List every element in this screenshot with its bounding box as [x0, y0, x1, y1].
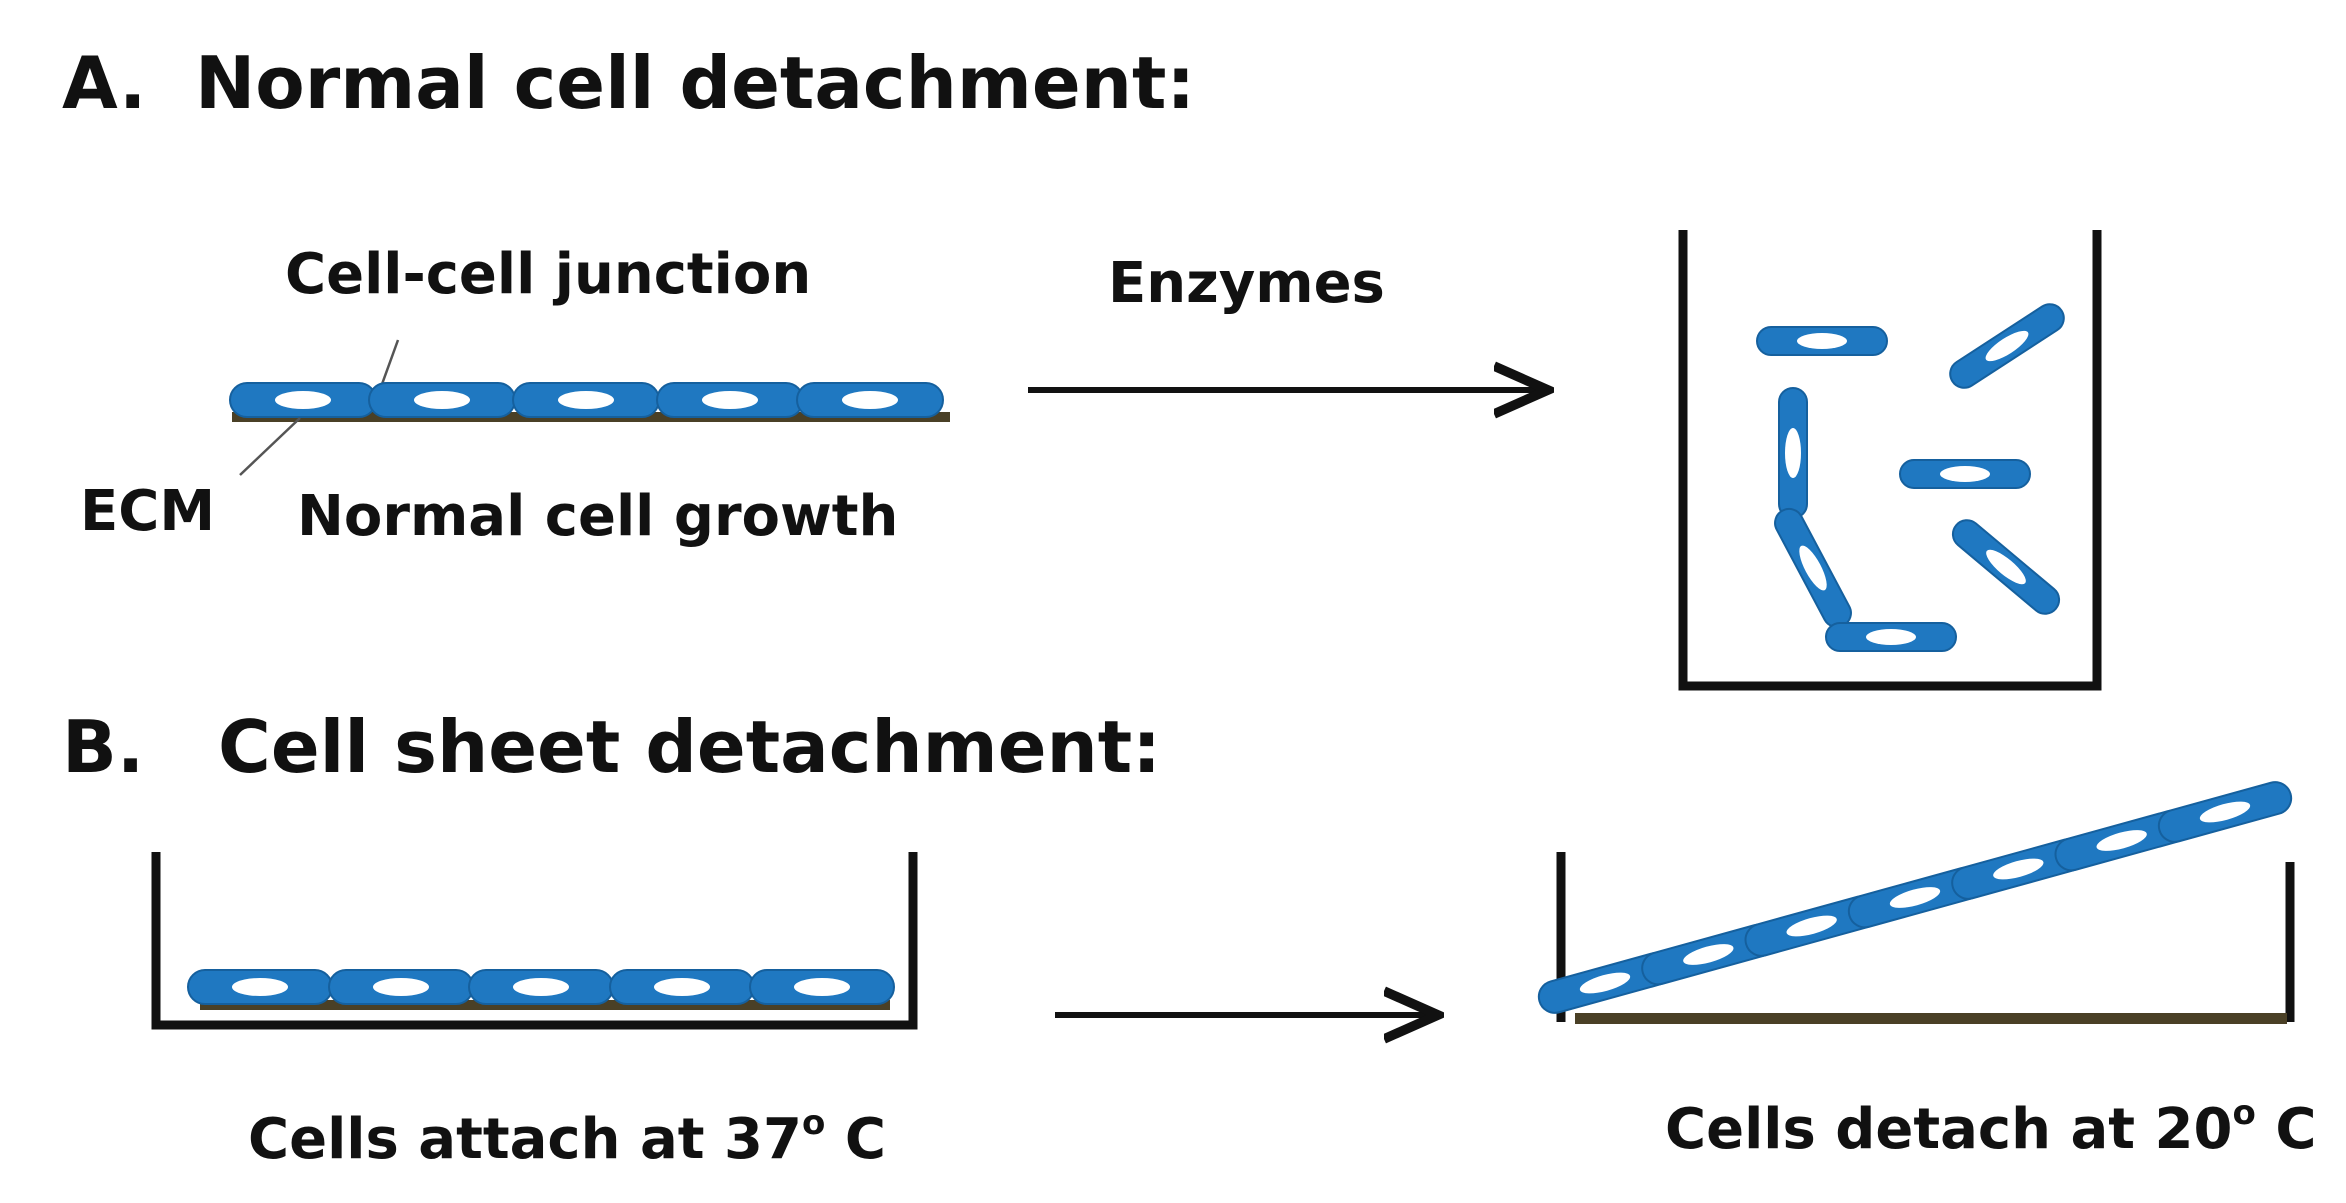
- detached-cell: [1949, 303, 2065, 389]
- nucleus: [2096, 830, 2147, 851]
- detached-cell: [1951, 519, 2061, 615]
- nucleus: [1866, 629, 1916, 645]
- nucleus: [1785, 428, 1801, 478]
- section-a-title: Normal cell detachment:: [195, 41, 1195, 125]
- section-b-letter: B.: [62, 705, 144, 789]
- attached-cell: [609, 969, 755, 1005]
- attached-cell: [512, 382, 660, 418]
- label-normal-cell-growth: Normal cell growth: [297, 484, 898, 549]
- attached-cell: [796, 382, 944, 418]
- attached-cell: [368, 382, 516, 418]
- attached-cell: [328, 969, 474, 1005]
- nucleus: [702, 391, 758, 409]
- nucleus: [1985, 330, 2029, 362]
- nucleus: [2199, 801, 2251, 823]
- nucleus: [232, 978, 288, 996]
- dish-b-attach: [151, 852, 918, 1030]
- sheet-cell: [1641, 923, 1776, 986]
- detached-cell: [1899, 459, 2031, 489]
- nucleus: [1986, 549, 2026, 585]
- nucleus: [794, 978, 850, 996]
- monolayer-b: [187, 969, 895, 1010]
- dish-a: [1678, 230, 2102, 691]
- label-cells-attach: Cells attach at 37o C: [248, 1103, 886, 1172]
- nucleus: [1797, 333, 1847, 349]
- attached-cell: [187, 969, 333, 1005]
- nucleus: [513, 978, 569, 996]
- section-a-letter: A.: [62, 41, 146, 125]
- nucleus: [1993, 858, 2044, 880]
- nucleus: [1683, 944, 1734, 965]
- detached-cell: [1774, 507, 1852, 629]
- nucleus: [654, 978, 710, 996]
- nucleus: [414, 391, 470, 409]
- attached-cell: [468, 969, 614, 1005]
- attached-cell: [749, 969, 895, 1005]
- nucleus: [558, 391, 614, 409]
- detached-cell-sheet: [1537, 781, 2293, 1014]
- nucleus: [373, 978, 429, 996]
- label-cells-detach: Cells detach at 20o C: [1665, 1093, 2316, 1162]
- ecm-layer-detach: [1575, 1013, 2287, 1024]
- detached-cell: [1778, 387, 1808, 519]
- section-b-title: Cell sheet detachment:: [218, 705, 1161, 789]
- attached-cell-row: [187, 969, 895, 1005]
- nucleus: [842, 391, 898, 409]
- label-enzymes: Enzymes: [1108, 251, 1385, 316]
- cell-row: [229, 382, 944, 418]
- nucleus: [1889, 887, 1941, 908]
- sheet-cell: [2157, 781, 2293, 843]
- label-ecm: ECM: [80, 479, 215, 544]
- nucleus: [1799, 545, 1827, 591]
- nucleus: [275, 391, 331, 409]
- nucleus: [1940, 466, 1990, 482]
- detached-single-cells: [1756, 303, 2065, 652]
- nucleus: [1579, 972, 1631, 994]
- attached-cell: [656, 382, 804, 418]
- attached-cell: [229, 382, 377, 418]
- label-cell-cell-junction: Cell-cell junction: [285, 242, 811, 307]
- detached-cell: [1756, 326, 1888, 356]
- ecm-pointer-line: [239, 417, 301, 476]
- nucleus: [1786, 915, 1837, 937]
- monolayer-a: [229, 382, 950, 422]
- detached-cell: [1825, 622, 1957, 652]
